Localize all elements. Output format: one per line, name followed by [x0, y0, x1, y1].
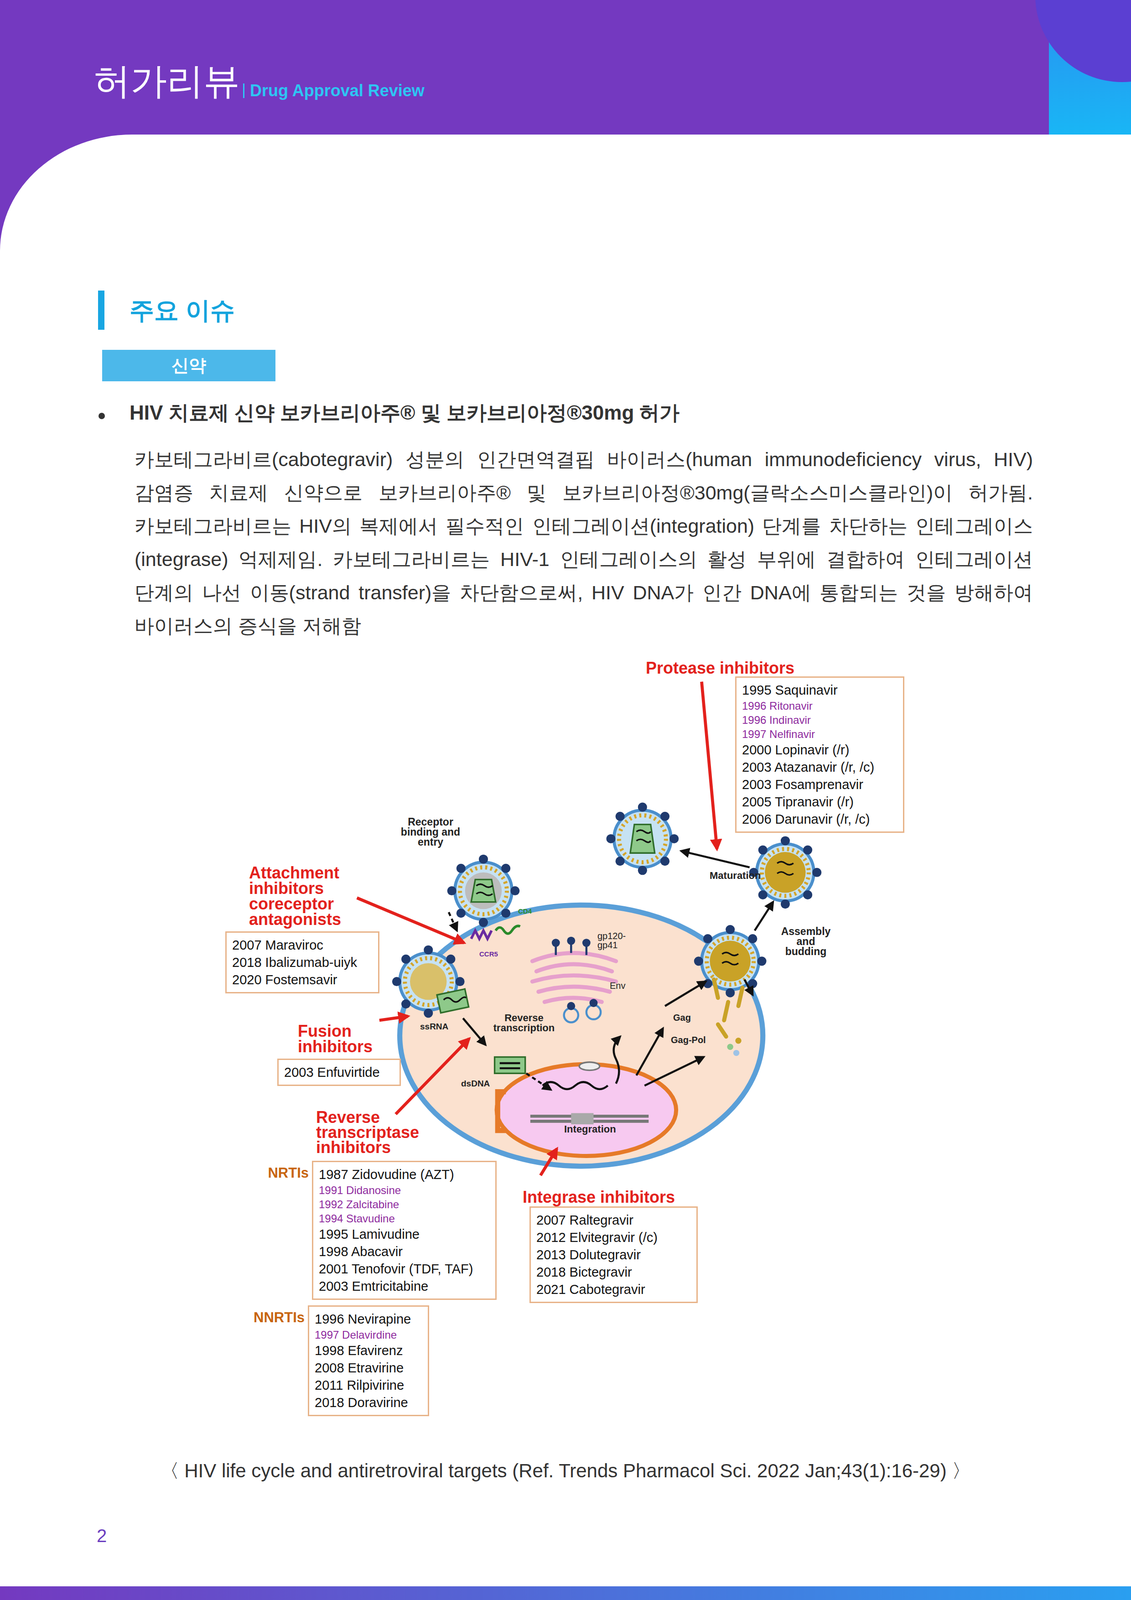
drug-entry: 2003 Atazanavir (/r, /c)	[741, 758, 898, 776]
withdrawn-drug-entry: 1994 Stavudine	[318, 1211, 490, 1226]
drug-entry: 2003 Emtricitabine	[318, 1277, 490, 1295]
withdrawn-drug-entry: 1996 Ritonavir	[741, 698, 898, 713]
protein-label: Gag	[673, 1012, 691, 1023]
drug-entry: 2020 Fostemsavir	[232, 970, 373, 989]
drug-list-box: NNRTIs1996 Nevirapine1997 Delavirdine199…	[307, 1305, 430, 1417]
tag-text: 신약	[171, 353, 207, 378]
drug-entry: 1998 Efavirenz	[314, 1341, 423, 1360]
page-number: 2	[96, 1525, 107, 1546]
black-arrows	[448, 850, 774, 1090]
receptor-label: CCR5	[479, 950, 499, 958]
drug-entry: 2005 Tipranavir (/r)	[741, 793, 898, 811]
protein-label: Gag-Pol	[670, 1035, 706, 1045]
drug-entry: 2013 Dolutegravir	[536, 1245, 691, 1264]
body-paragraph: 카보테그라비르(cabotegravir) 성분의 인간면역결핍 바이러스(hu…	[134, 442, 1033, 643]
withdrawn-drug-entry: 1991 Didanosine	[318, 1182, 490, 1198]
nucleic-acid-label: ssRNA	[420, 1022, 449, 1032]
footer-bar	[0, 1586, 1131, 1600]
drug-entry: 1995 Lamivudine	[318, 1225, 490, 1243]
virions	[392, 802, 822, 1018]
protein-label: gp120- gp41	[597, 931, 630, 950]
stage-label: Integration	[564, 1123, 617, 1135]
drug-entry: 2018 Ibalizumab-uiyk	[232, 953, 373, 971]
stage-label: Reverse transcription	[487, 1012, 561, 1033]
drug-entry: 2001 Tenofovir (TDF, TAF)	[318, 1260, 490, 1278]
drug-class-heading: Protease inhibitors	[645, 660, 795, 676]
drug-entry: 1998 Abacavir	[318, 1242, 490, 1261]
drug-list-box: Fusion inhibitors2003 Enfuvirtide	[277, 1058, 401, 1086]
drug-entry: 1987 Zidovudine (AZT)	[318, 1165, 490, 1183]
drug-entry: 2018 Bictegravir	[536, 1263, 691, 1281]
withdrawn-drug-entry: 1992 Zalcitabine	[318, 1197, 490, 1212]
figure-caption: 〈 HIV life cycle and antiretroviral targ…	[0, 1459, 1131, 1483]
drug-entry: 2006 Darunavir (/r, /c)	[741, 810, 898, 828]
tag-box: 신약	[102, 349, 276, 382]
protein-label: Env	[609, 980, 626, 991]
drug-entry: 2007 Maraviroc	[232, 936, 373, 954]
drug-class-heading: Attachment inhibitors coreceptor antagon…	[249, 865, 348, 928]
drug-class-heading: Integrase inhibitors	[522, 1189, 675, 1205]
heading-bar	[98, 290, 105, 330]
drug-entry: 2000 Lopinavir (/r)	[741, 741, 898, 759]
golgi-er	[532, 952, 616, 1002]
drug-list-box: NRTIs1987 Zidovudine (AZT)1991 Didanosin…	[311, 1160, 497, 1300]
withdrawn-drug-entry: 1997 Nelfinavir	[741, 726, 898, 742]
drug-list-box: Attachment inhibitors coreceptor antagon…	[225, 931, 380, 994]
nucleus	[496, 1062, 677, 1157]
stage-label: Receptor binding and entry	[396, 816, 465, 847]
receptors	[471, 925, 520, 939]
drug-entry: 2007 Raltegravir	[536, 1211, 691, 1229]
nucleic-acid-label: dsDNA	[461, 1079, 490, 1089]
withdrawn-drug-entry: 1996 Indinavir	[741, 712, 898, 727]
drug-class-heading: Fusion inhibitors	[297, 1023, 385, 1055]
drug-entry: 1996 Nevirapine	[314, 1310, 423, 1328]
drug-class-heading: NRTIs	[267, 1164, 309, 1182]
section-heading: 주요 이슈	[129, 291, 235, 329]
drug-entry: 2003 Enfuvirtide	[284, 1063, 395, 1081]
drug-list-box: Protease inhibitors1995 Saquinavir1996 R…	[735, 676, 905, 833]
drug-entry: 2008 Etravirine	[314, 1359, 423, 1377]
bullet-dot	[98, 412, 105, 420]
drug-entry: 2011 Rilpivirine	[314, 1376, 423, 1394]
withdrawn-drug-entry: 1997 Delavirdine	[314, 1327, 423, 1342]
item-title: HIV 치료제 신약 보카브리아주® 및 보카브리아정®30mg 허가	[129, 399, 680, 426]
drug-entry: 2003 Fosamprenavir	[741, 775, 898, 794]
drug-class-heading: NNRTIs	[253, 1309, 305, 1326]
drug-target-arrows	[357, 681, 717, 1176]
receptor-label: CD4	[518, 907, 532, 915]
stage-label: Maturation	[709, 870, 761, 882]
header-separator	[243, 83, 245, 99]
drug-entry: 2018 Doravirine	[314, 1393, 423, 1412]
drug-entry: 2021 Cabotegravir	[536, 1280, 691, 1298]
stage-label: Assembly and budding	[780, 926, 831, 957]
header-title: 허가리뷰	[93, 59, 240, 104]
env-proteins	[551, 936, 601, 1023]
header-subtitle: Drug Approval Review	[249, 80, 425, 101]
drug-list-box: Integrase inhibitors2007 Raltegravir2012…	[529, 1206, 698, 1303]
drug-entry: 2012 Elvitegravir (/c)	[536, 1228, 691, 1246]
drug-class-heading: Reverse transcriptase inhibitors	[316, 1109, 426, 1155]
gag-proteins	[713, 979, 743, 1057]
drug-entry: 1995 Saquinavir	[741, 681, 898, 699]
